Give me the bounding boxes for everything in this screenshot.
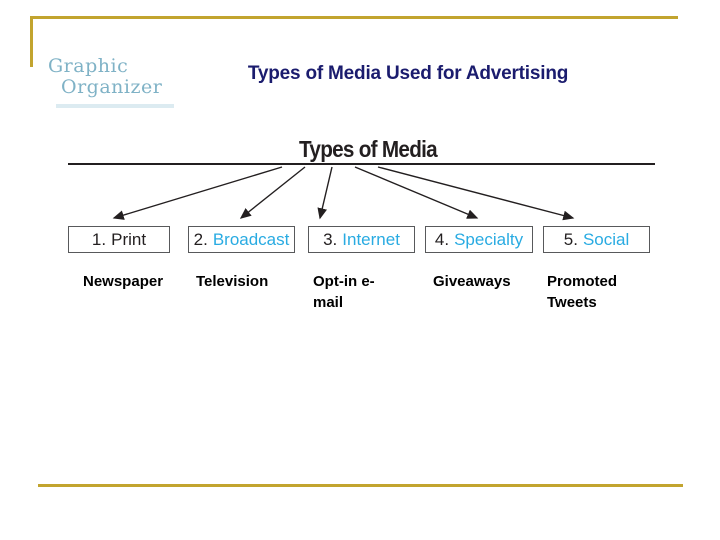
- category-number: 5.: [563, 229, 578, 249]
- category-name: Broadcast: [212, 229, 290, 249]
- arrow-to-internet: [317, 166, 333, 220]
- category-box-print: 1. Print: [68, 226, 170, 253]
- category-box-internet: 3. Internet: [308, 226, 415, 253]
- category-name: Social: [582, 229, 630, 249]
- arrow-to-print: [112, 166, 283, 220]
- top-accent-rule: [30, 16, 678, 19]
- arrow-to-broadcast: [239, 166, 306, 219]
- diagram-heading: Types of Media: [299, 136, 438, 162]
- example-label-giveaways: Giveaways: [433, 273, 511, 290]
- left-accent-rule: [30, 16, 33, 67]
- example-label-opt-in-email: Opt-in e-mail: [313, 273, 375, 311]
- graphic-organizer-logo: Graphic Organizer: [48, 56, 162, 98]
- category-name: Print: [111, 229, 147, 249]
- arrow-to-specialty: [354, 166, 479, 219]
- fan-arrows: [112, 166, 575, 221]
- arrow-to-social: [377, 166, 575, 221]
- logo-line2: Organizer: [61, 76, 163, 98]
- slide-title: Types of Media Used for Advertising: [247, 63, 569, 84]
- example-label-newspaper: Newspaper: [83, 273, 164, 290]
- category-box-social: 5. Social: [543, 226, 650, 253]
- category-number: 4.: [434, 229, 450, 249]
- bottom-accent-rule: [38, 484, 683, 487]
- category-box-specialty: 4. Specialty: [425, 226, 533, 253]
- category-number: 3.: [323, 229, 338, 249]
- example-label-promoted-tweets: Promoted Tweets: [547, 273, 618, 311]
- category-number: 1.: [91, 229, 107, 249]
- logo-underline: [56, 104, 174, 108]
- example-label-television: Television: [196, 273, 269, 290]
- category-number: 2.: [193, 229, 208, 249]
- category-box-broadcast: 2. Broadcast: [188, 226, 295, 253]
- logo-line1: Graphic: [48, 55, 129, 77]
- diagram-divider-line: [68, 163, 655, 165]
- category-name: Internet: [342, 229, 400, 249]
- category-name: Specialty: [454, 229, 524, 249]
